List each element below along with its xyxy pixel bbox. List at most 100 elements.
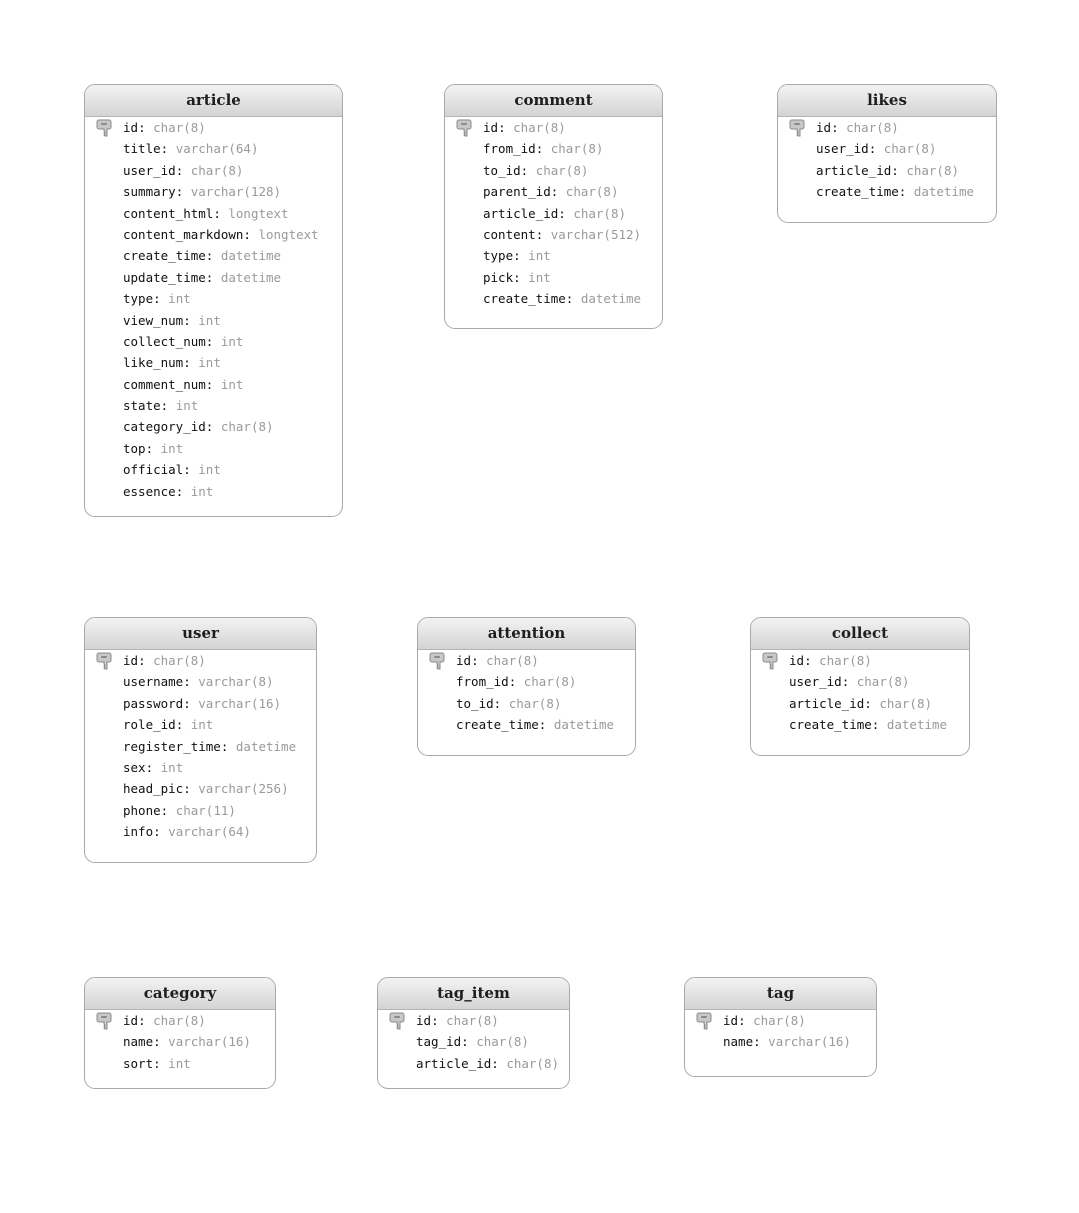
field-separator: : bbox=[138, 1013, 154, 1028]
field-type: int bbox=[528, 248, 551, 264]
field-row[interactable]: sex: int bbox=[85, 757, 316, 778]
field-separator: : bbox=[471, 653, 487, 668]
field-row[interactable]: official: int bbox=[85, 459, 342, 480]
field-row[interactable]: like_num: int bbox=[85, 352, 342, 373]
field-row[interactable]: from_id: char(8) bbox=[418, 671, 635, 692]
field-row[interactable]: content_html: longtext bbox=[85, 203, 342, 224]
field-row[interactable]: id: char(8) bbox=[418, 650, 635, 671]
key-icon bbox=[789, 119, 805, 137]
field-row[interactable]: summary: varchar(128) bbox=[85, 181, 342, 202]
field-row[interactable]: id: char(8) bbox=[778, 117, 996, 138]
field-type: int bbox=[175, 398, 199, 414]
field-type: int bbox=[198, 312, 221, 328]
field-separator: : bbox=[864, 695, 880, 711]
field-row[interactable]: pick: int bbox=[445, 267, 662, 288]
field-type: char(8) bbox=[819, 653, 872, 668]
field-row[interactable]: type: int bbox=[445, 245, 662, 266]
field-row[interactable]: register_time: datetime bbox=[85, 736, 316, 757]
field-separator: : bbox=[160, 802, 176, 818]
field-row[interactable]: tag_id: char(8) bbox=[378, 1031, 569, 1052]
field-separator: : bbox=[898, 184, 914, 200]
field-row[interactable]: collect_num: int bbox=[85, 331, 342, 352]
field-row[interactable]: content: varchar(512) bbox=[445, 224, 662, 245]
field-row[interactable]: title: varchar(64) bbox=[85, 138, 342, 159]
field-name: phone bbox=[123, 802, 161, 818]
field-row[interactable]: view_num: int bbox=[85, 310, 342, 331]
field-name: official bbox=[123, 462, 184, 478]
field-row[interactable]: create_time: datetime bbox=[418, 714, 635, 735]
field-row[interactable]: create_time: datetime bbox=[445, 288, 662, 309]
field-list: id: char(8)name: varchar(16)sort: int bbox=[85, 1010, 275, 1074]
field-name: id bbox=[456, 653, 472, 668]
field-row[interactable]: state: int bbox=[85, 395, 342, 416]
field-type: char(8) bbox=[550, 141, 604, 157]
field-row[interactable]: top: int bbox=[85, 438, 342, 459]
field-type: varchar(16) bbox=[198, 695, 282, 711]
field-type: char(8) bbox=[879, 695, 933, 711]
field-row[interactable]: sort: int bbox=[85, 1053, 275, 1074]
field-row[interactable]: category_id: char(8) bbox=[85, 416, 342, 437]
field-row[interactable]: id: char(8) bbox=[85, 117, 342, 138]
field-type: datetime bbox=[235, 738, 297, 754]
field-row[interactable]: user_id: char(8) bbox=[85, 160, 342, 181]
key-icon bbox=[429, 652, 445, 670]
field-row[interactable]: content_markdown: longtext bbox=[85, 224, 342, 245]
key-icon bbox=[456, 119, 472, 137]
field-row[interactable]: article_id: char(8) bbox=[751, 693, 969, 714]
field-row[interactable]: update_time: datetime bbox=[85, 267, 342, 288]
field-row[interactable]: id: char(8) bbox=[85, 1010, 275, 1031]
field-row[interactable]: create_time: datetime bbox=[751, 714, 969, 735]
field-row[interactable]: phone: char(11) bbox=[85, 800, 316, 821]
field-separator: : bbox=[175, 717, 191, 733]
field-row[interactable]: to_id: char(8) bbox=[445, 160, 662, 181]
field-row[interactable]: id: char(8) bbox=[445, 117, 662, 138]
field-type: char(8) bbox=[153, 653, 206, 668]
field-row[interactable]: head_pic: varchar(256) bbox=[85, 778, 316, 799]
field-row[interactable]: comment_num: int bbox=[85, 374, 342, 395]
key-icon bbox=[96, 119, 112, 137]
field-separator: : bbox=[508, 674, 524, 690]
field-row[interactable]: article_id: char(8) bbox=[778, 160, 996, 181]
field-name: create_time bbox=[483, 291, 566, 307]
field-row[interactable]: to_id: char(8) bbox=[418, 693, 635, 714]
field-row[interactable]: id: char(8) bbox=[378, 1010, 569, 1031]
field-row[interactable]: id: char(8) bbox=[751, 650, 969, 671]
field-row[interactable]: create_time: datetime bbox=[778, 181, 996, 202]
field-row[interactable]: name: varchar(16) bbox=[85, 1031, 275, 1052]
field-name: article_id bbox=[789, 695, 865, 711]
field-separator: : bbox=[153, 824, 169, 840]
field-row[interactable]: type: int bbox=[85, 288, 342, 309]
field-row[interactable]: parent_id: char(8) bbox=[445, 181, 662, 202]
key-icon bbox=[96, 1012, 112, 1030]
field-row[interactable]: create_time: datetime bbox=[85, 245, 342, 266]
field-row[interactable]: essence: int bbox=[85, 481, 342, 502]
field-row[interactable]: article_id: char(8) bbox=[378, 1053, 569, 1074]
field-row[interactable]: info: varchar(64) bbox=[85, 821, 316, 842]
field-row[interactable]: id: char(8) bbox=[685, 1010, 876, 1031]
field-row[interactable]: password: varchar(16) bbox=[85, 693, 316, 714]
field-row[interactable]: role_id: int bbox=[85, 714, 316, 735]
field-row[interactable]: user_id: char(8) bbox=[778, 138, 996, 159]
field-name: title bbox=[123, 141, 161, 157]
table-title: attention bbox=[418, 618, 635, 650]
field-type: char(8) bbox=[153, 120, 206, 135]
field-name: article_id bbox=[483, 205, 559, 221]
field-row[interactable]: name: varchar(16) bbox=[685, 1031, 876, 1052]
field-separator: : bbox=[175, 483, 191, 499]
field-separator: : bbox=[160, 141, 176, 157]
field-type: char(8) bbox=[513, 120, 566, 135]
field-row[interactable]: id: char(8) bbox=[85, 650, 316, 671]
field-row[interactable]: user_id: char(8) bbox=[751, 671, 969, 692]
field-row[interactable]: article_id: char(8) bbox=[445, 203, 662, 224]
field-row[interactable]: username: varchar(8) bbox=[85, 671, 316, 692]
field-row[interactable]: from_id: char(8) bbox=[445, 138, 662, 159]
